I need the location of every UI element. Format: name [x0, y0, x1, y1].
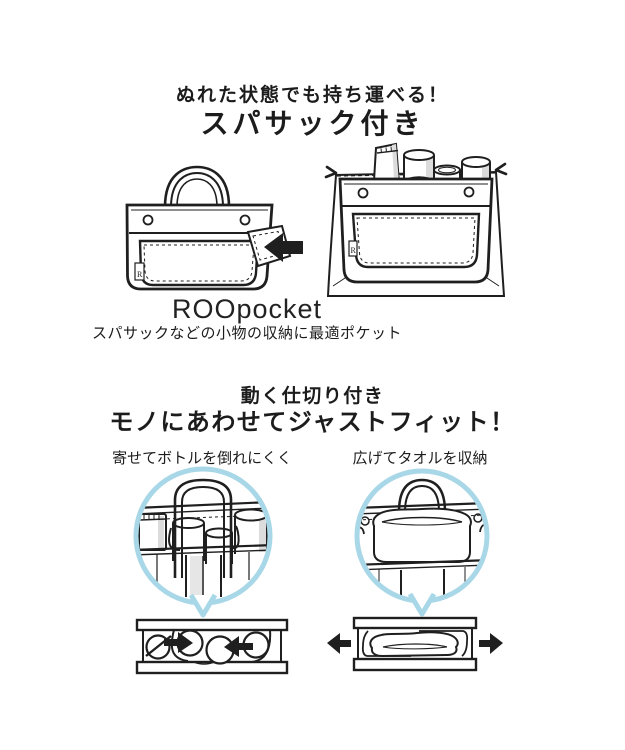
- bag-lower-lines: [156, 552, 250, 601]
- side-tab-left: [359, 526, 365, 535]
- bubble-pointer: [188, 593, 218, 618]
- brand-tag: R: [348, 240, 358, 257]
- bubble-content: [138, 478, 268, 601]
- cylinder-bottle-c: [234, 508, 268, 554]
- bag-wall-top: [352, 616, 478, 630]
- svg-text:R: R: [137, 270, 143, 279]
- pocket-logo-label: ROOpocket: [171, 294, 323, 324]
- section1-caption: スパサックなどの小物の収納に最適ポケット: [91, 325, 402, 342]
- bubble-bottles-illustration: [133, 466, 273, 618]
- drawstring-tie-left: [324, 165, 338, 179]
- left-feature-caption: 寄せてボトルを倒れにくく: [112, 450, 292, 467]
- bag-wall-top: [135, 618, 289, 632]
- push-left-arrow-icon: [224, 636, 253, 657]
- bag-handle: [173, 478, 233, 578]
- section1-title-line1: ぬれた状態でも持ち運べる！: [175, 85, 449, 106]
- insert-arrow-icon: [264, 233, 303, 262]
- bubble-content: [359, 478, 485, 599]
- towel: [372, 507, 472, 563]
- bubble-towel-illustration: [354, 468, 490, 617]
- right-feature-caption: 広げてタオルを収納: [352, 450, 488, 467]
- inner-bag-body: R: [338, 177, 494, 284]
- divider-loops: [168, 525, 240, 551]
- section1-title-line2: スパサック付き: [200, 108, 425, 139]
- push-right-arrow-icon: [164, 632, 193, 653]
- front-pocket: [138, 239, 260, 287]
- section2-title-line1: 動く仕切り付き: [240, 386, 385, 407]
- bag-packed-illustration: R: [324, 142, 508, 297]
- side-tab-right: [479, 523, 485, 533]
- bag-wall-bottom: [135, 660, 289, 675]
- drawstring-tie-right: [494, 162, 508, 176]
- bag-pocket-illustration: R: [125, 165, 303, 291]
- bag-handle: [397, 478, 447, 513]
- spread-right-arrow-icon: [479, 633, 503, 654]
- topview-bottles-illustration: [135, 618, 289, 675]
- topview-towel-illustration: [327, 616, 503, 672]
- svg-text:R: R: [351, 246, 357, 255]
- towel-top-view: [369, 631, 459, 658]
- snap-button-left: [357, 187, 369, 199]
- bubble-pointer: [407, 592, 437, 617]
- snap-button-right: [463, 186, 475, 198]
- section2-title-line2: モノにあわせてジャストフィット！: [109, 409, 516, 436]
- bag-handle: [163, 165, 231, 208]
- spread-left-arrow-icon: [327, 633, 351, 654]
- bottles-top-view: [145, 629, 270, 665]
- snap-button-right: [239, 214, 251, 226]
- bag-wall-bottom: [352, 657, 478, 672]
- snap-button-left: [142, 214, 154, 226]
- brand-tag: R: [134, 262, 145, 281]
- tube-bottle: [138, 513, 167, 551]
- cylinder-bottle-a: [172, 517, 205, 561]
